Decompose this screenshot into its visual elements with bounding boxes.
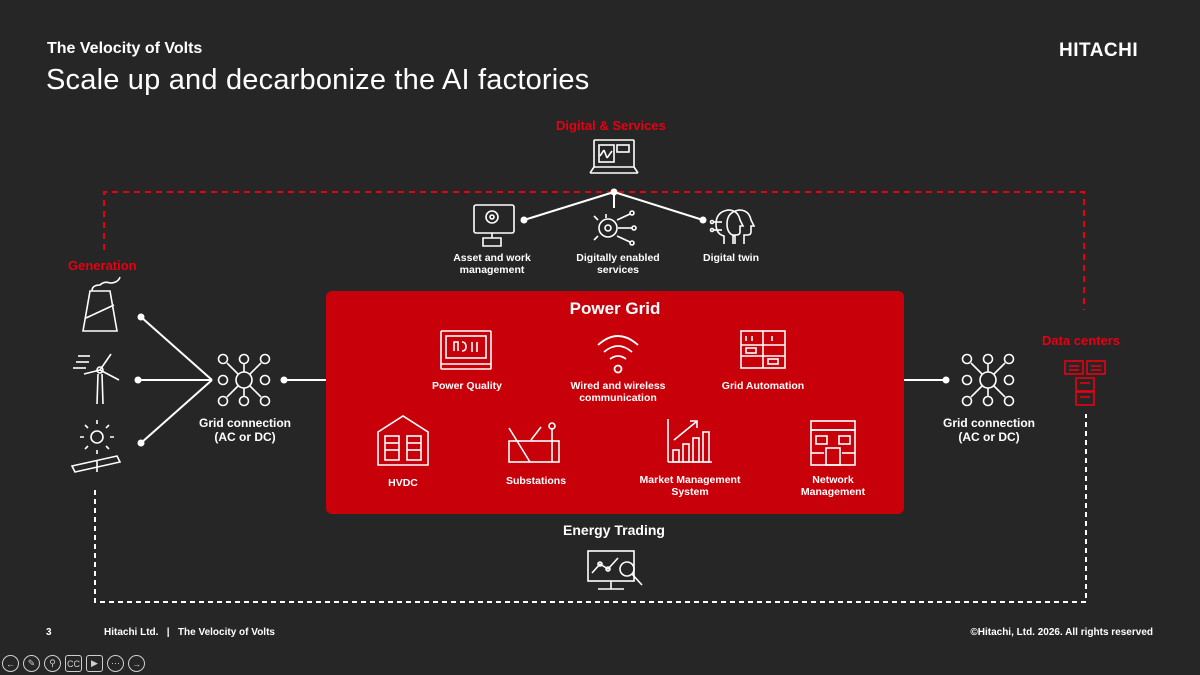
power-grid-title: Power Grid xyxy=(569,299,661,318)
control-panel-icon xyxy=(740,330,786,369)
previous-slide-icon[interactable]: ← xyxy=(2,655,19,672)
pen-icon[interactable]: ✎ xyxy=(23,655,40,672)
network-management-label: Network Management xyxy=(800,474,866,498)
more-options-icon[interactable]: ⋯ xyxy=(107,655,124,672)
deck-subtitle: The Velocity of Volts xyxy=(47,40,203,57)
wind-turbine-icon xyxy=(73,353,120,405)
power-quality-icon xyxy=(440,330,492,370)
grid-connection-right-icon xyxy=(961,353,1015,407)
generation-label: Generation xyxy=(68,258,137,273)
power-grid-panel xyxy=(326,291,904,514)
hvdc-label: HVDC xyxy=(388,477,418,489)
twin-heads-icon xyxy=(709,209,756,244)
analytics-monitor-icon xyxy=(587,550,643,590)
gear-monitor-icon xyxy=(473,204,515,247)
camera-icon[interactable]: ▶ xyxy=(86,655,103,672)
footer-text: Hitachi Ltd. | The Velocity of Volts xyxy=(104,627,275,638)
market-management-label: Market Management System xyxy=(639,474,741,498)
bar-chart-icon xyxy=(667,419,712,463)
digitally-enabled-services-label: Digitally enabled services xyxy=(576,252,660,276)
gear-circuit-icon xyxy=(593,210,637,246)
asset-work-management-label: Asset and work management xyxy=(453,252,531,276)
digital-services-label: Digital & Services xyxy=(556,118,666,133)
presentation-toolbar: ← ✎ ⚲ CC ▶ ⋯ → xyxy=(2,655,145,675)
data-center-icon xyxy=(1064,360,1106,406)
hitachi-logo: HITACHI xyxy=(1059,40,1139,61)
wifi-icon xyxy=(597,335,639,374)
next-slide-icon[interactable]: → xyxy=(128,655,145,672)
network-building-icon xyxy=(810,420,856,466)
copyright-text: ©Hitachi, Ltd. 2026. All rights reserved xyxy=(970,627,1153,638)
communication-label: Wired and wireless communication xyxy=(570,380,666,404)
energy-loop-line xyxy=(94,414,1087,603)
page-title: Scale up and decarbonize the AI factorie… xyxy=(46,64,590,96)
power-quality-label: Power Quality xyxy=(431,380,503,392)
substations-label: Substations xyxy=(505,475,567,487)
page-number: 3 xyxy=(46,627,52,638)
captions-icon[interactable]: CC xyxy=(65,655,82,672)
zoom-icon[interactable]: ⚲ xyxy=(44,655,61,672)
grid-automation-label: Grid Automation xyxy=(721,380,805,392)
captions-label: CC xyxy=(67,658,80,669)
hvdc-building-icon xyxy=(377,415,429,466)
solar-panel-icon xyxy=(70,420,122,473)
substation-icon xyxy=(508,422,560,463)
data-centers-label: Data centers xyxy=(1042,333,1121,348)
digital-twin-label: Digital twin xyxy=(703,252,759,264)
monitor-icon xyxy=(589,139,639,174)
grid-connection-left-icon xyxy=(217,353,271,407)
grid-connection-left-label: Grid connection (AC or DC) xyxy=(198,416,291,444)
energy-trading-label: Energy Trading xyxy=(563,522,665,538)
grid-connection-right-label: Grid connection (AC or DC) xyxy=(942,416,1035,444)
factory-chimney-icon xyxy=(82,276,121,332)
